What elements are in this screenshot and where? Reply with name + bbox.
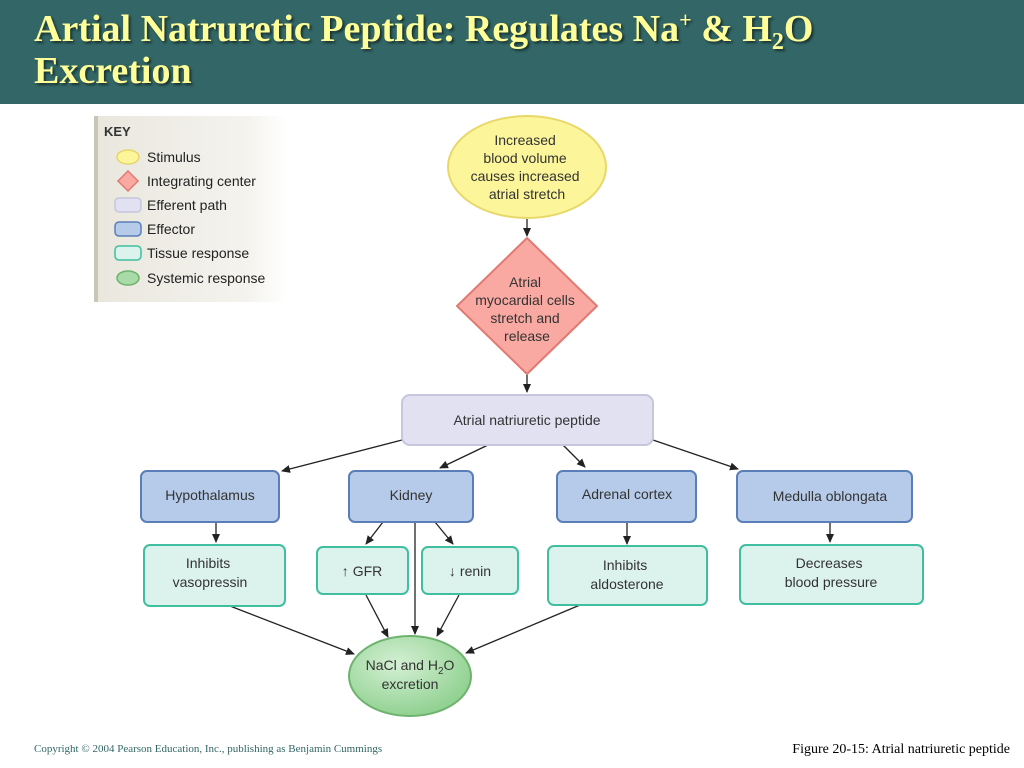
tissue-response-renin: ↓renin (421, 546, 519, 595)
tissue-response-aldosterone: Inhibits aldosterone (547, 545, 708, 606)
systemic-text-part: O (444, 657, 455, 673)
effector-shape (556, 470, 697, 523)
integrating-center-node: Atrial myocardial cells stretch and rele… (456, 237, 598, 375)
arrow-kidney-to-renin (434, 521, 454, 545)
arrow-anp-to-adrenal (562, 444, 586, 468)
integrating-center-line: myocardial cells (475, 292, 575, 308)
systemic-response-line-1: NaCl and H2O (366, 657, 455, 677)
up-arrow-icon: ↑ (342, 563, 349, 579)
systemic-response-line-2: excretion (382, 676, 439, 692)
key-swatch-efferent-path (114, 197, 142, 213)
arrow-renin-to-excretion (436, 594, 460, 637)
integrating-center-line: stretch and (490, 310, 559, 326)
effector-label-kidney: Kidney (390, 487, 433, 503)
systemic-text-part: NaCl and H (366, 657, 438, 673)
systemic-response-shape (348, 635, 472, 717)
stimulus-line: Increased (494, 132, 555, 148)
key-label-effector: Effector (147, 221, 195, 237)
key-label-stimulus: Stimulus (147, 149, 201, 165)
arrow-gfr-to-excretion (365, 594, 389, 638)
integrating-center-line: release (504, 328, 550, 344)
efferent-path-node: Atrial natriuretic peptide (401, 394, 654, 446)
integrating-center-line: Atrial (509, 274, 541, 290)
effector-kidney: Kidney (348, 470, 474, 523)
stimulus-label: Increased blood volume causes increased … (471, 132, 584, 202)
effector-label-medulla-oblongata: Medulla oblongata (773, 488, 888, 504)
tissue-response-line: vasopressin (173, 574, 248, 590)
key-legend: KEY Stimulus Integrating center Efferent… (94, 116, 286, 302)
title-text-part: O (783, 8, 814, 50)
tissue-response-line: Decreases (796, 555, 863, 571)
effector-shape (736, 470, 913, 523)
effector-adrenal-cortex: Adrenal cortex (556, 470, 697, 523)
key-swatch-tissue-response (114, 245, 142, 261)
tissue-response-gfr: ↑GFR (316, 546, 409, 595)
tissue-response-label: ↑GFR (342, 563, 383, 579)
key-label-integrating-center: Integrating center (147, 173, 256, 189)
title-text-part: & H (691, 8, 772, 50)
down-arrow-icon: ↓ (449, 563, 456, 579)
arrow-anp-to-medulla (652, 439, 739, 471)
stimulus-shape (447, 115, 607, 219)
systemic-response-node: NaCl and H2O excretion (348, 635, 472, 717)
arrow-kidney-to-gfr (365, 521, 384, 545)
stimulus-line: atrial stretch (489, 186, 565, 202)
gfr-text: GFR (353, 563, 383, 579)
tissue-response-shape (547, 545, 708, 606)
effector-medulla-oblongata: Medulla oblongata (736, 470, 913, 523)
stimulus-node: Increased blood volume causes increased … (447, 115, 607, 219)
integrating-center-label: Atrial myocardial cells stretch and rele… (475, 274, 578, 344)
tissue-response-label: Inhibits aldosterone (590, 557, 663, 592)
key-heading: KEY (104, 124, 131, 139)
tissue-response-shape (421, 546, 519, 595)
key-swatch-systemic-response (116, 270, 140, 286)
tissue-response-label: Decreases blood pressure (785, 555, 878, 590)
efferent-path-shape (401, 394, 654, 446)
key-label-efferent-path: Efferent path (147, 197, 227, 213)
key-label-tissue-response: Tissue response (147, 245, 249, 261)
tissue-response-label: Inhibits vasopressin (173, 555, 248, 590)
arrow-anp-to-kidney (439, 444, 489, 469)
systemic-subscript: 2 (438, 666, 444, 677)
stimulus-line: causes increased (471, 168, 580, 184)
copyright-notice: Copyright © 2004 Pearson Education, Inc.… (34, 743, 383, 755)
stimulus-line: blood volume (483, 150, 566, 166)
renin-text: renin (460, 563, 491, 579)
key-label-systemic-response: Systemic response (147, 270, 265, 286)
tissue-response-vasopressin: Inhibits vasopressin (143, 544, 286, 607)
arrow-vasopressin-to-excretion (229, 605, 355, 655)
effector-shape (140, 470, 280, 523)
efferent-path-label: Atrial natriuretic peptide (453, 412, 600, 428)
title-text-part: Artial Natruretic Peptide: Regulates Na (34, 8, 680, 50)
tissue-response-blood-pressure: Decreases blood pressure (739, 544, 924, 605)
pathway-arrows (212, 219, 834, 655)
title-bar: Artial Natruretic Peptide: Regulates Na+… (0, 0, 1024, 104)
title-superscript: + (679, 7, 692, 32)
integrating-center-shape (456, 237, 598, 375)
key-swatch-effector (114, 221, 142, 237)
tissue-response-line: Inhibits (186, 555, 230, 571)
tissue-response-line: Inhibits (603, 557, 647, 573)
tissue-response-line: aldosterone (590, 576, 663, 592)
effector-hypothalamus: Hypothalamus (140, 470, 280, 523)
arrow-anp-to-hypothalamus (281, 439, 403, 473)
arrow-aldosterone-to-excretion (465, 604, 581, 654)
tissue-response-shape (143, 544, 286, 607)
slide-title: Artial Natruretic Peptide: Regulates Na+… (34, 8, 994, 92)
title-subscript: 2 (771, 29, 784, 55)
key-swatch-integrating-center (116, 169, 140, 193)
figure-caption: Figure 20-15: Atrial natriuretic peptide (792, 742, 1010, 757)
tissue-response-label: ↓renin (449, 563, 491, 579)
effector-label-hypothalamus: Hypothalamus (165, 487, 255, 503)
tissue-response-shape (316, 546, 409, 595)
key-swatch-stimulus (116, 149, 140, 165)
effector-label-adrenal-cortex: Adrenal cortex (582, 486, 672, 502)
effector-shape (348, 470, 474, 523)
tissue-response-shape (739, 544, 924, 605)
title-line-2: Excretion (34, 50, 192, 92)
tissue-response-line: blood pressure (785, 574, 878, 590)
